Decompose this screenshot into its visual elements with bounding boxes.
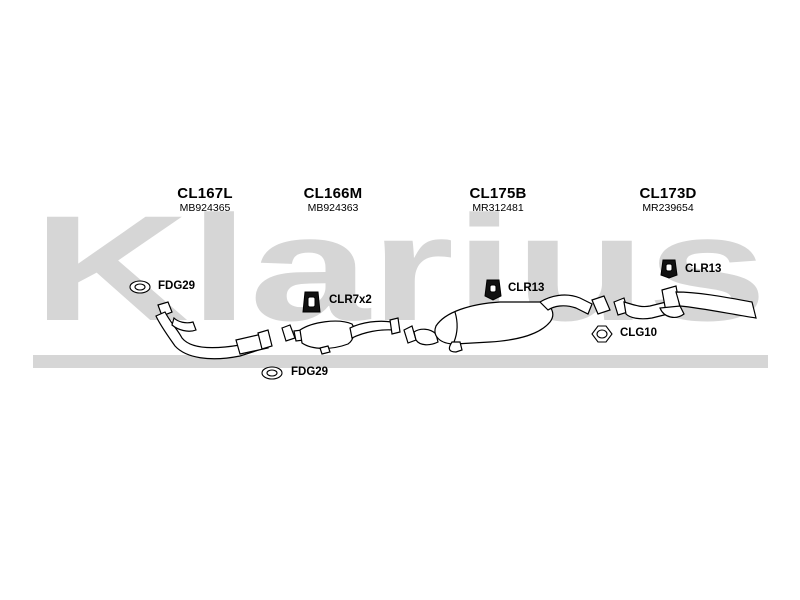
component-cl166m: CL166M MB924363	[278, 185, 388, 214]
gasket-clg-icon	[591, 325, 613, 343]
fitting-label-clr-tail: CLR13	[685, 263, 722, 275]
component-code: CL175B	[469, 185, 527, 202]
gasket-fdg-lower-icon	[261, 366, 283, 380]
oem-number: MB924363	[307, 202, 359, 214]
component-code: CL166M	[303, 185, 363, 202]
part-centre-silencer	[281, 317, 401, 355]
part-front-pipe	[155, 301, 273, 360]
rubber-mount-clr-box-icon	[484, 279, 502, 301]
part-rear-box	[403, 294, 611, 353]
component-cl167l: CL167L MB924365	[150, 185, 260, 214]
fitting-label-fdg-lower: FDG29	[291, 366, 329, 378]
component-cl175b: CL175B MR312481	[443, 185, 553, 214]
watermark-text: Klarius	[33, 184, 768, 352]
rubber-mount-clr-tail-icon	[660, 259, 678, 279]
part-tailpipe	[613, 285, 757, 320]
fitting-label-clg: CLG10	[620, 327, 658, 339]
klarius-watermark-logo: Klarius	[33, 184, 768, 368]
component-code: CL173D	[639, 185, 697, 202]
oem-number: MR312481	[472, 202, 524, 214]
watermark-underline	[33, 355, 768, 368]
fitting-label-fdg-upper: FDG29	[158, 280, 196, 292]
rubber-mount-clr-mid-icon	[302, 291, 321, 313]
fitting-label-clr-mid: CLR7x2	[329, 294, 372, 306]
oem-number: MB924365	[179, 202, 231, 214]
fitting-label-clr-box: CLR13	[508, 282, 545, 294]
component-cl173d: CL173D MR239654	[613, 185, 723, 214]
oem-number: MR239654	[642, 202, 694, 214]
component-code: CL167L	[177, 185, 233, 202]
gasket-fdg-upper-icon	[129, 280, 151, 294]
